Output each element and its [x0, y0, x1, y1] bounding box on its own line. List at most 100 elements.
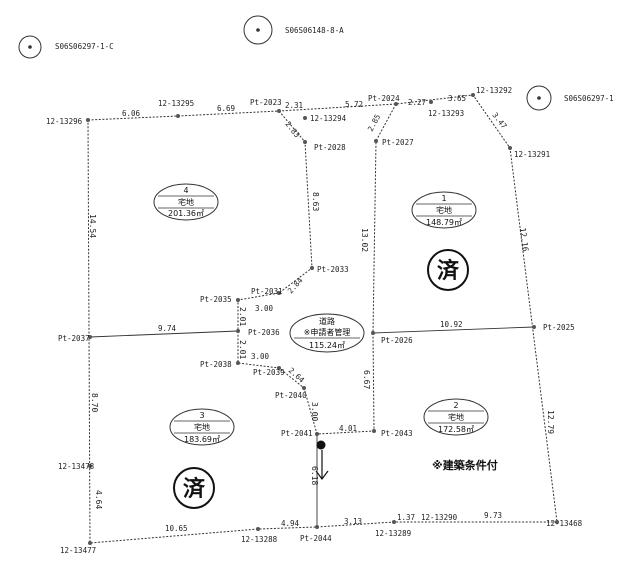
point-label: Pt-2039: [253, 368, 285, 377]
dimension-label: 4.94: [281, 519, 300, 528]
lot4-label: 4 宅地 201.36㎡: [153, 183, 219, 221]
lot2-area: 172.58㎡: [438, 425, 474, 434]
road-area: 115.24㎡: [309, 341, 345, 350]
dimension-label: 2.64: [287, 366, 307, 385]
point-label: Pt-2040: [275, 391, 307, 400]
dimension-label: 14.54: [88, 214, 97, 238]
point-label: 12-13296: [46, 117, 83, 126]
lot1-number: 1: [441, 194, 446, 203]
svg-text:済: 済: [183, 476, 206, 502]
point-label: Pt-2023: [250, 98, 282, 107]
dimension-label: 9.73: [484, 511, 502, 520]
dimension-label: 4.01: [339, 424, 357, 433]
lot4-number: 4: [183, 186, 188, 195]
dimension-label: 5.72: [345, 100, 363, 109]
lot1-lot2-divider: [372, 326, 535, 334]
lot1-area: 148.79㎡: [426, 218, 462, 227]
dimension-label: 3.65: [448, 94, 466, 103]
benchmark-right-label: S06S06297-1: [564, 94, 614, 103]
point-label: Pt-2027: [382, 138, 414, 147]
dimension-label: 3.00: [251, 352, 270, 361]
lot3-label: 3 宅地 183.69㎡: [169, 408, 235, 446]
dimension-label: 2.85: [366, 113, 382, 133]
point-label: 12-13291: [514, 150, 550, 159]
point-label: Pt-2033: [317, 265, 349, 274]
point-label: 12-13468: [546, 519, 583, 528]
benchmark-right-icon: [526, 85, 552, 111]
point-label: Pt-2031: [251, 287, 283, 296]
point-label: 12-13477: [60, 546, 96, 555]
point-label: 12-13293: [428, 109, 464, 118]
road-label: 道路 ※申請者管理 115.24㎡: [289, 313, 365, 353]
road-name: 道路: [319, 316, 335, 326]
lot3-use: 宅地: [194, 422, 210, 432]
point-label: 12-13288: [241, 535, 278, 544]
benchmark-top-label: S06S06148-8-A: [285, 26, 344, 35]
point-label: 12-13292: [476, 86, 512, 95]
dimension-label: 3.00: [310, 402, 319, 421]
point-label: Pt-2038: [200, 360, 232, 369]
benchmark-left-label: S06S06297-1-C: [55, 42, 114, 51]
sold-stamp-lot3: 済: [173, 467, 215, 509]
dimension-label: 9.74: [158, 324, 177, 333]
lot2-label: 2 宅地 172.58㎡: [423, 398, 489, 436]
lot3-area: 183.69㎡: [184, 435, 220, 444]
point-label: 12-13295: [158, 99, 194, 108]
point-label: Pt-2026: [381, 336, 413, 345]
point-label: 12-13290: [421, 513, 458, 522]
dimension-label: 12.16: [518, 227, 530, 252]
svg-text:済: 済: [437, 258, 460, 284]
dimension-label: 3.00: [255, 304, 274, 313]
point-label: Pt-2035: [200, 295, 232, 304]
lot2-use: 宅地: [448, 412, 464, 422]
dimension-label: 10.92: [440, 320, 463, 329]
lot3-number: 3: [199, 411, 204, 420]
point-label: Pt-2041: [281, 429, 313, 438]
dimension-label: 6.67: [362, 370, 371, 389]
lot4-lot3-divider: [89, 330, 239, 338]
point-label: Pt-2024: [368, 94, 400, 103]
dimension-label: 12.79: [546, 410, 555, 434]
dimension-label: 8.63: [311, 192, 320, 211]
dimension-label: 1.37: [397, 513, 415, 522]
lot4-area: 201.36㎡: [168, 209, 204, 218]
benchmark-left-icon: [18, 35, 42, 59]
dimension-label: 4.64: [94, 490, 103, 509]
dimension-label: 8.70: [90, 393, 99, 412]
point-label: Pt-2037: [58, 334, 90, 343]
dimension-label: 13.02: [360, 228, 369, 252]
dimension-label: 6.69: [217, 104, 235, 113]
point-label: Pt-2043: [381, 429, 413, 438]
lot1-use: 宅地: [436, 205, 452, 215]
point-label: 12-13289: [375, 529, 411, 538]
point-label: Pt-2044: [300, 534, 332, 543]
dimension-label: 10.65: [165, 524, 188, 533]
point-label: 12-13478: [58, 462, 95, 471]
dimension-label: 6.18: [310, 466, 319, 485]
dimension-label: 2.83: [283, 120, 301, 140]
sold-stamp-lot1: 済: [427, 249, 469, 291]
lot4-use: 宅地: [178, 197, 194, 207]
outer-boundary-line: [87, 94, 558, 544]
point-label: Pt-2036: [248, 328, 280, 337]
dimension-label: 2.27: [408, 98, 426, 107]
dimension-label: 2.31: [285, 101, 303, 110]
dimension-label: 2.01: [238, 340, 247, 359]
point-label: Pt-2025: [543, 323, 575, 332]
point-label: 12-13294: [310, 114, 347, 123]
dimension-label: 2.01: [238, 307, 247, 326]
road-note: ※申請者管理: [304, 327, 351, 337]
dimension-label: 6.06: [122, 109, 141, 118]
dimension-label: 3.47: [490, 111, 508, 131]
building-condition-note: ※建築条件付: [432, 458, 498, 472]
point-label: Pt-2028: [314, 143, 346, 152]
survey-points: [86, 93, 559, 545]
lot1-label: 1 宅地 148.79㎡: [411, 191, 477, 229]
dimension-label: 2.84: [286, 276, 305, 296]
benchmark-top-icon: [243, 15, 273, 45]
entrance-arrow-icon: [315, 440, 329, 480]
lot2-number: 2: [453, 401, 458, 410]
dimension-label: 3.13: [344, 517, 362, 526]
